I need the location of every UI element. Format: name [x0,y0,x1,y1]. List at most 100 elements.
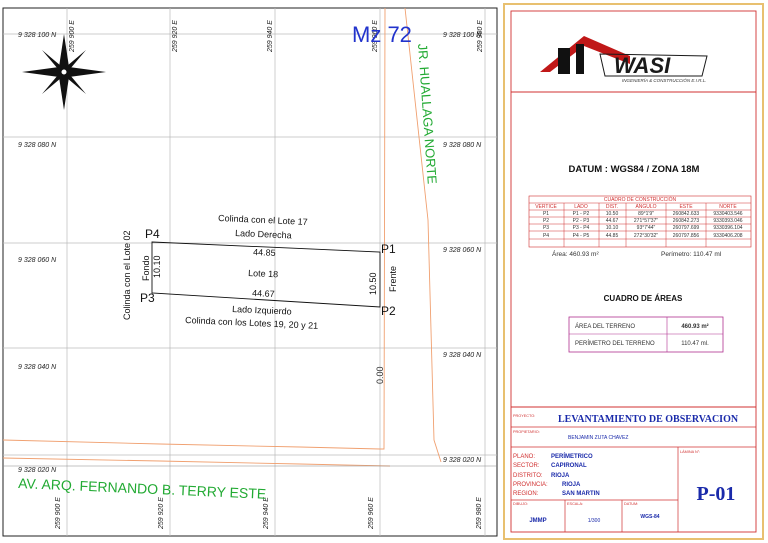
escala-label: ESCALA: [567,502,583,506]
lot-colinda-left: Colinda con el Lote 02 [122,230,132,320]
cc-r3-c5: 9330406.208 [713,233,742,239]
areas-title: CUADRO DE ÁREAS [604,294,683,303]
coord-bot-e2: 259 920 E [158,497,165,530]
datum-label: DATUM: [624,502,638,506]
lot-fondo: Fondo [141,255,151,281]
coord-bot-e3: 259 940 E [263,497,270,530]
lot-left-dim: 10.10 [152,255,162,278]
coord-bot-e5: 259 980 E [476,497,483,530]
coord-top-e4: 259 960 E [372,20,379,53]
coord-080-right: 9 328 080 N [443,142,482,149]
cc-r3-c1: P4 - P5 [573,233,590,239]
cc-r1-c0: P2 [543,218,549,224]
plano-label: PLANO: [513,454,535,460]
provincia-label: PROVINCIA: [513,482,548,488]
cc-r1-c4: 260842.273 [673,218,700,224]
region-value: SAN MARTIN [562,491,600,497]
title-block: WASI INGENIERÍA & CONSTRUCCIÓN E.I.R.L. … [503,3,764,540]
coord-020-left: 9 328 020 N [18,467,57,474]
sector-label: SECTOR: [513,463,540,469]
block-label: Mz 72 [352,22,412,47]
lot-bottom-dim: 44.67 [252,288,275,299]
cc-r2-c2: 10.10 [606,225,619,231]
cc-title: CUADRO DE CONSTRUCCIÓN [604,196,677,203]
propietario-value: BENJAMIN ZUTA CHAVEZ [568,435,628,441]
area-label: ÁREA DEL TERRENO [575,323,635,330]
lot-p3: P3 [140,291,155,305]
coord-060-left: 9 328 060 N [18,257,57,264]
info-grid [511,426,756,532]
coord-080-left: 9 328 080 N [18,142,57,149]
cc-h-2: DIST. [606,204,618,210]
lot-p2: P2 [381,304,396,318]
coord-060-right: 9 328 060 N [443,247,482,254]
cc-r0-c2: 10.50 [606,211,619,217]
cc-r2-c0: P3 [543,225,549,231]
cc-r0-c0: P1 [543,211,549,217]
proyecto-label: PROYECTO: [513,414,535,418]
cc-r3-c3: 272°30'32" [634,233,658,239]
coord-top-left: 9 328 100 N [18,32,57,39]
lot-colinda-top: Colinda con el Lote 17 [218,213,308,227]
proyecto-value: LEVANTAMIENTO DE OBSERVACION [558,414,739,425]
cc-r3-c0: P4 [543,233,549,239]
area-text: Área: 460.93 m² [552,249,599,258]
cc-r1-c1: P2 - P3 [573,218,590,224]
cc-h-3: ANGULO [635,204,656,210]
lot-p4: P4 [145,227,160,241]
cc-r1-c3: 271°57'37" [634,218,658,224]
coord-top-e3: 259 940 E [267,20,274,53]
coord-top-e5: 259 980 E [477,20,484,53]
lot-polygon [151,241,381,308]
coord-040-right: 9 328 040 N [443,352,482,359]
area-value: 460.93 m² [681,323,708,330]
road-label: 0.00 [375,366,385,384]
lot-p1: P1 [381,242,396,256]
map-drawing: 9 328 100 N 9 328 080 N 9 328 060 N 9 32… [2,7,498,537]
coord-top-right: 9 328 100 N [443,32,482,39]
lamina-label: LÁMINA N°: [680,450,700,454]
cc-r2-c5: 9330396.104 [713,225,742,231]
title-block-inner [510,10,757,533]
cc-r3-c4: 260797.856 [673,233,700,239]
dibujo-label: DIBUJO: [513,502,528,506]
lamina-value: P-01 [697,483,736,505]
lot-top-dim: 44.85 [253,247,276,258]
coord-040-left: 9 328 040 N [18,364,57,371]
lot-name: Lote 18 [248,268,278,279]
datum-title: DATUM : WGS84 / ZONA 18M [569,164,700,175]
datum-value: WGS-84 [640,514,659,520]
perim-label: PERÍMETRO DEL TERRENO [575,340,655,347]
distrito-value: RIOJA [551,473,570,479]
dibujo-value: JMMP [529,518,546,524]
propietario-label: PROPIETARIO: [513,430,540,434]
street-boundaries [2,7,442,467]
plano-value: PERÍMETRICO [551,452,593,460]
cc-r2-c1: P3 - P4 [573,225,590,231]
cc-r3-c2: 44.85 [606,233,619,239]
areas-table: ÁREA DEL TERRENO 460.93 m² PERÍMETRO DEL… [568,316,724,353]
coord-bot-e4: 259 960 E [368,497,375,530]
map-frame [2,7,498,537]
perimetro-text: Perímetro: 110.47 ml [661,251,722,258]
coord-top-e1: 259 900 E [69,20,76,53]
perim-value: 110.47 ml. [681,341,709,347]
coord-020-right: 9 328 020 N [443,457,482,464]
construction-table: CUADRO DE CONSTRUCCIÓN VERTICE LADO DIST… [528,195,752,248]
cc-r2-c3: 93°7'44" [637,225,656,231]
coord-bot-e1: 259 900 E [55,497,62,530]
street-east-label: JR. HUALLAGA NORTE [415,43,440,185]
lot-lado-derecha: Lado Derecha [235,228,292,240]
cc-r2-c4: 260797.699 [673,225,700,231]
distrito-label: DISTRITO: [513,473,543,479]
title-block-outer [503,3,764,540]
coord-top-e2: 259 920 E [172,20,179,53]
cc-r1-c5: 9330393.046 [713,218,742,224]
cc-r0-c1: P1 - P2 [573,211,590,217]
lot-colinda-bottom: Colinda con los Lotes 19, 20 y 21 [185,315,318,331]
lot-right-dim: 10.50 [368,272,378,295]
north-arrow-icon [22,34,106,110]
escala-value: 1/300 [588,518,601,524]
cc-h-0: VERTICE [535,204,557,210]
provincia-value: RIOJA [562,482,581,488]
